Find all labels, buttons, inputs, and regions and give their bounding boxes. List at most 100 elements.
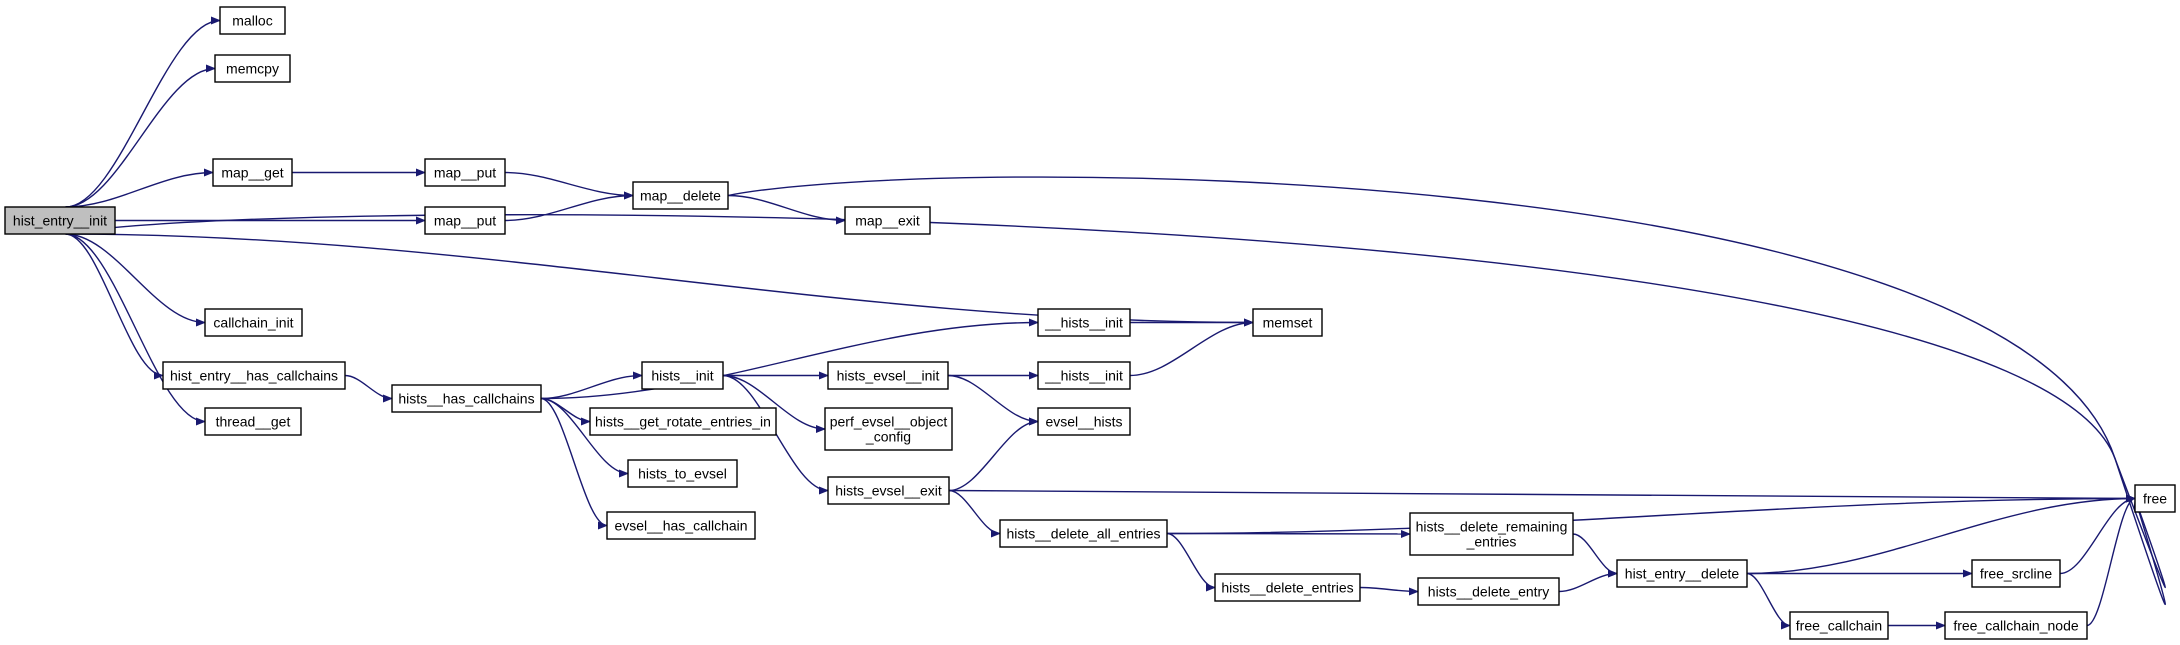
- edge-hists_has_callchains-to-__hists_init_1: [540, 318, 1039, 400]
- node-map_exit[interactable]: map__exit: [844, 206, 931, 235]
- node-box[interactable]: [1037, 407, 1131, 436]
- node-hist_entry_has_callchains[interactable]: hist_entry__has_callchains: [162, 361, 346, 390]
- node-box[interactable]: [1971, 559, 2061, 588]
- node-box[interactable]: [589, 407, 777, 436]
- edge-hist_entry_delete-to-free_callchain: [1746, 572, 1791, 630]
- node-memcpy[interactable]: memcpy: [214, 54, 291, 83]
- node-evsel_hists[interactable]: evsel__hists: [1037, 407, 1131, 436]
- node-box[interactable]: [424, 158, 506, 187]
- node-label: evsel__hists: [1045, 414, 1122, 430]
- edge-hist_entry_delete-to-free: [1746, 494, 2136, 575]
- node-hists_has_callchains[interactable]: hists__has_callchains: [391, 384, 542, 413]
- node-malloc[interactable]: malloc: [219, 6, 286, 35]
- node-map_put_2[interactable]: map__put: [424, 206, 506, 235]
- node-perf_evsel_object_config[interactable]: perf_evsel__object_config: [824, 407, 953, 451]
- node-callchain_init[interactable]: callchain_init: [204, 308, 303, 337]
- edge-hist_entry_has_callchains-to-hists_has_callchains: [344, 374, 393, 403]
- edge-hists_evsel_init-to-evsel_hists: [947, 374, 1039, 426]
- node-box[interactable]: [1252, 308, 1323, 337]
- node-hists_init[interactable]: hists__init: [641, 361, 724, 390]
- edge-hists_delete_all_entries-to-hists_delete_entries: [1166, 532, 1216, 592]
- node-box[interactable]: [162, 361, 346, 390]
- node-box[interactable]: [606, 511, 756, 540]
- node-box[interactable]: [204, 308, 303, 337]
- node-label: hist_entry__delete: [1625, 566, 1740, 582]
- node-label: hists__delete_remaining: [1416, 519, 1568, 535]
- node-box[interactable]: [1616, 559, 1748, 588]
- node-label: hist_entry__init: [13, 213, 107, 229]
- node-box[interactable]: [1789, 611, 1889, 640]
- edge-hists_evsel_exit-to-hists_delete_all_entries: [948, 489, 1001, 538]
- node-label: perf_evsel__object: [830, 414, 948, 430]
- node-hists_evsel_init[interactable]: hists_evsel__init: [827, 361, 949, 390]
- node-hists_get_rotate[interactable]: hists__get_rotate_entries_in: [589, 407, 777, 436]
- edge-hist_entry_init-to-malloc: [65, 16, 221, 208]
- node-__hists_init_2[interactable]: __hists__init: [1037, 361, 1131, 390]
- node-box[interactable]: [219, 6, 286, 35]
- node-memset[interactable]: memset: [1252, 308, 1323, 337]
- node-free_srcline[interactable]: free_srcline: [1971, 559, 2061, 588]
- node-hists_evsel_exit[interactable]: hists_evsel__exit: [827, 476, 950, 505]
- node-label: memset: [1263, 315, 1313, 331]
- node-box[interactable]: [1417, 577, 1560, 606]
- node-box[interactable]: [999, 519, 1168, 548]
- node-evsel_has_callchain[interactable]: evsel__has_callchain: [606, 511, 756, 540]
- node-label: map__exit: [855, 213, 920, 229]
- node-hist_entry_delete[interactable]: hist_entry__delete: [1616, 559, 1748, 588]
- node-box[interactable]: [214, 54, 291, 83]
- node-label: free: [2143, 491, 2167, 507]
- node-label: hists__delete_entries: [1221, 580, 1353, 596]
- node-box[interactable]: [627, 459, 738, 488]
- node-box[interactable]: [827, 476, 950, 505]
- node-hists_delete_entries[interactable]: hists__delete_entries: [1214, 573, 1361, 602]
- node-box[interactable]: [1037, 361, 1131, 390]
- edge-map_put_1-to-map_delete: [504, 171, 634, 200]
- node-label: hists__delete_entry: [1428, 584, 1549, 600]
- node-hists_delete_all_entries[interactable]: hists__delete_all_entries: [999, 519, 1168, 548]
- node-map_delete[interactable]: map__delete: [632, 181, 729, 210]
- node-box[interactable]: [424, 206, 506, 235]
- node-free[interactable]: free: [2134, 484, 2176, 513]
- node-box[interactable]: [2134, 484, 2176, 513]
- edge-hists_has_callchains-to-hists_init: [540, 371, 643, 400]
- node-label: free_callchain_node: [1953, 618, 2079, 634]
- node-box[interactable]: [391, 384, 542, 413]
- node-free_callchain_node[interactable]: free_callchain_node: [1944, 611, 2088, 640]
- node-box[interactable]: [4, 206, 116, 235]
- node-box[interactable]: [632, 181, 729, 210]
- node-__hists_init_1[interactable]: __hists__init: [1037, 308, 1131, 337]
- node-box[interactable]: [824, 407, 953, 451]
- node-box[interactable]: [827, 361, 949, 390]
- node-label: __hists__init: [1044, 315, 1123, 331]
- edge-__hists_init_2-to-memset: [1129, 318, 1254, 377]
- node-hist_entry_init[interactable]: hist_entry__init: [4, 206, 116, 235]
- node-thread_get[interactable]: thread__get: [204, 407, 302, 436]
- node-label: hists__get_rotate_entries_in: [595, 414, 771, 430]
- node-box[interactable]: [204, 407, 302, 436]
- edge-hists_has_callchains-to-hists_to_evsel: [540, 397, 629, 478]
- node-label: hist_entry__has_callchains: [170, 368, 338, 384]
- node-box[interactable]: [1944, 611, 2088, 640]
- edge-hist_entry_init-to-memcpy: [65, 64, 216, 208]
- node-label: hists_evsel__exit: [835, 483, 942, 499]
- node-label: free_callchain: [1796, 618, 1882, 634]
- edge-hists_has_callchains-to-evsel_has_callchain: [540, 397, 608, 530]
- node-label: callchain_init: [213, 315, 293, 331]
- edge-hists_delete_remaining_entries-to-hist_entry_delete: [1572, 533, 1618, 578]
- edge-map_delete-to-map_exit: [727, 194, 846, 225]
- node-box[interactable]: [212, 158, 293, 187]
- node-map_get[interactable]: map__get: [212, 158, 293, 187]
- node-box[interactable]: [844, 206, 931, 235]
- node-map_put_1[interactable]: map__put: [424, 158, 506, 187]
- node-hists_delete_remaining_entries[interactable]: hists__delete_remaining_entries: [1409, 512, 1574, 556]
- node-box[interactable]: [1409, 512, 1574, 556]
- node-hists_delete_entry[interactable]: hists__delete_entry: [1417, 577, 1560, 606]
- node-label: malloc: [232, 13, 272, 29]
- node-box[interactable]: [1037, 308, 1131, 337]
- node-box[interactable]: [1214, 573, 1361, 602]
- node-label: _entries: [1466, 534, 1517, 550]
- node-box[interactable]: [641, 361, 724, 390]
- node-free_callchain[interactable]: free_callchain: [1789, 611, 1889, 640]
- node-hists_to_evsel[interactable]: hists_to_evsel: [627, 459, 738, 488]
